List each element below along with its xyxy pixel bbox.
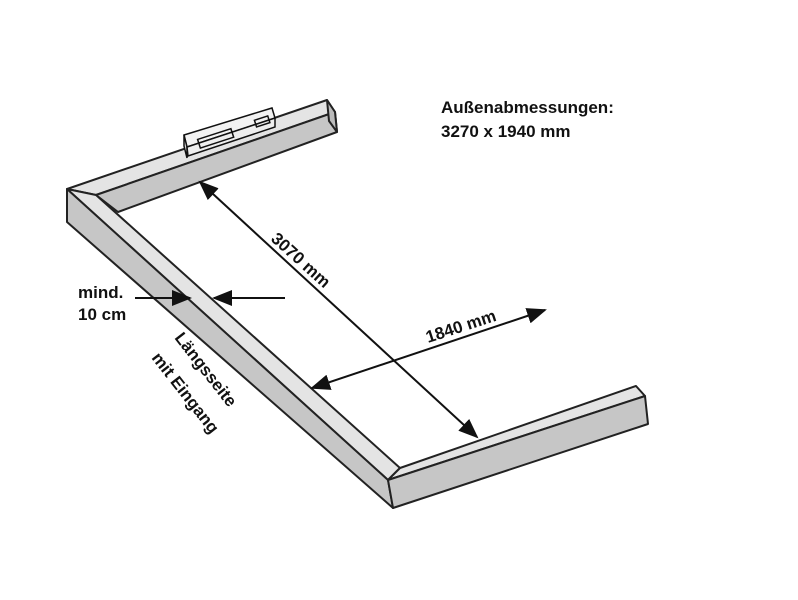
min-width-label-2: 10 cm [78,305,126,324]
width-dimension-arrow [310,308,547,390]
length-dimension-arrow [198,180,479,439]
outer-dimensions-value: 3270 x 1940 mm [441,122,571,141]
width-label: 1840 mm [423,306,498,347]
outer-dimensions-title: Außenabmessungen: [441,98,614,117]
min-width-label-1: mind. [78,283,123,302]
length-label: 3070 mm [267,229,334,292]
frame-long-side-beam [66,188,401,509]
frame-back-beam [66,99,338,213]
frame-front-beam [387,385,649,509]
spirit-level-icon [183,107,276,159]
